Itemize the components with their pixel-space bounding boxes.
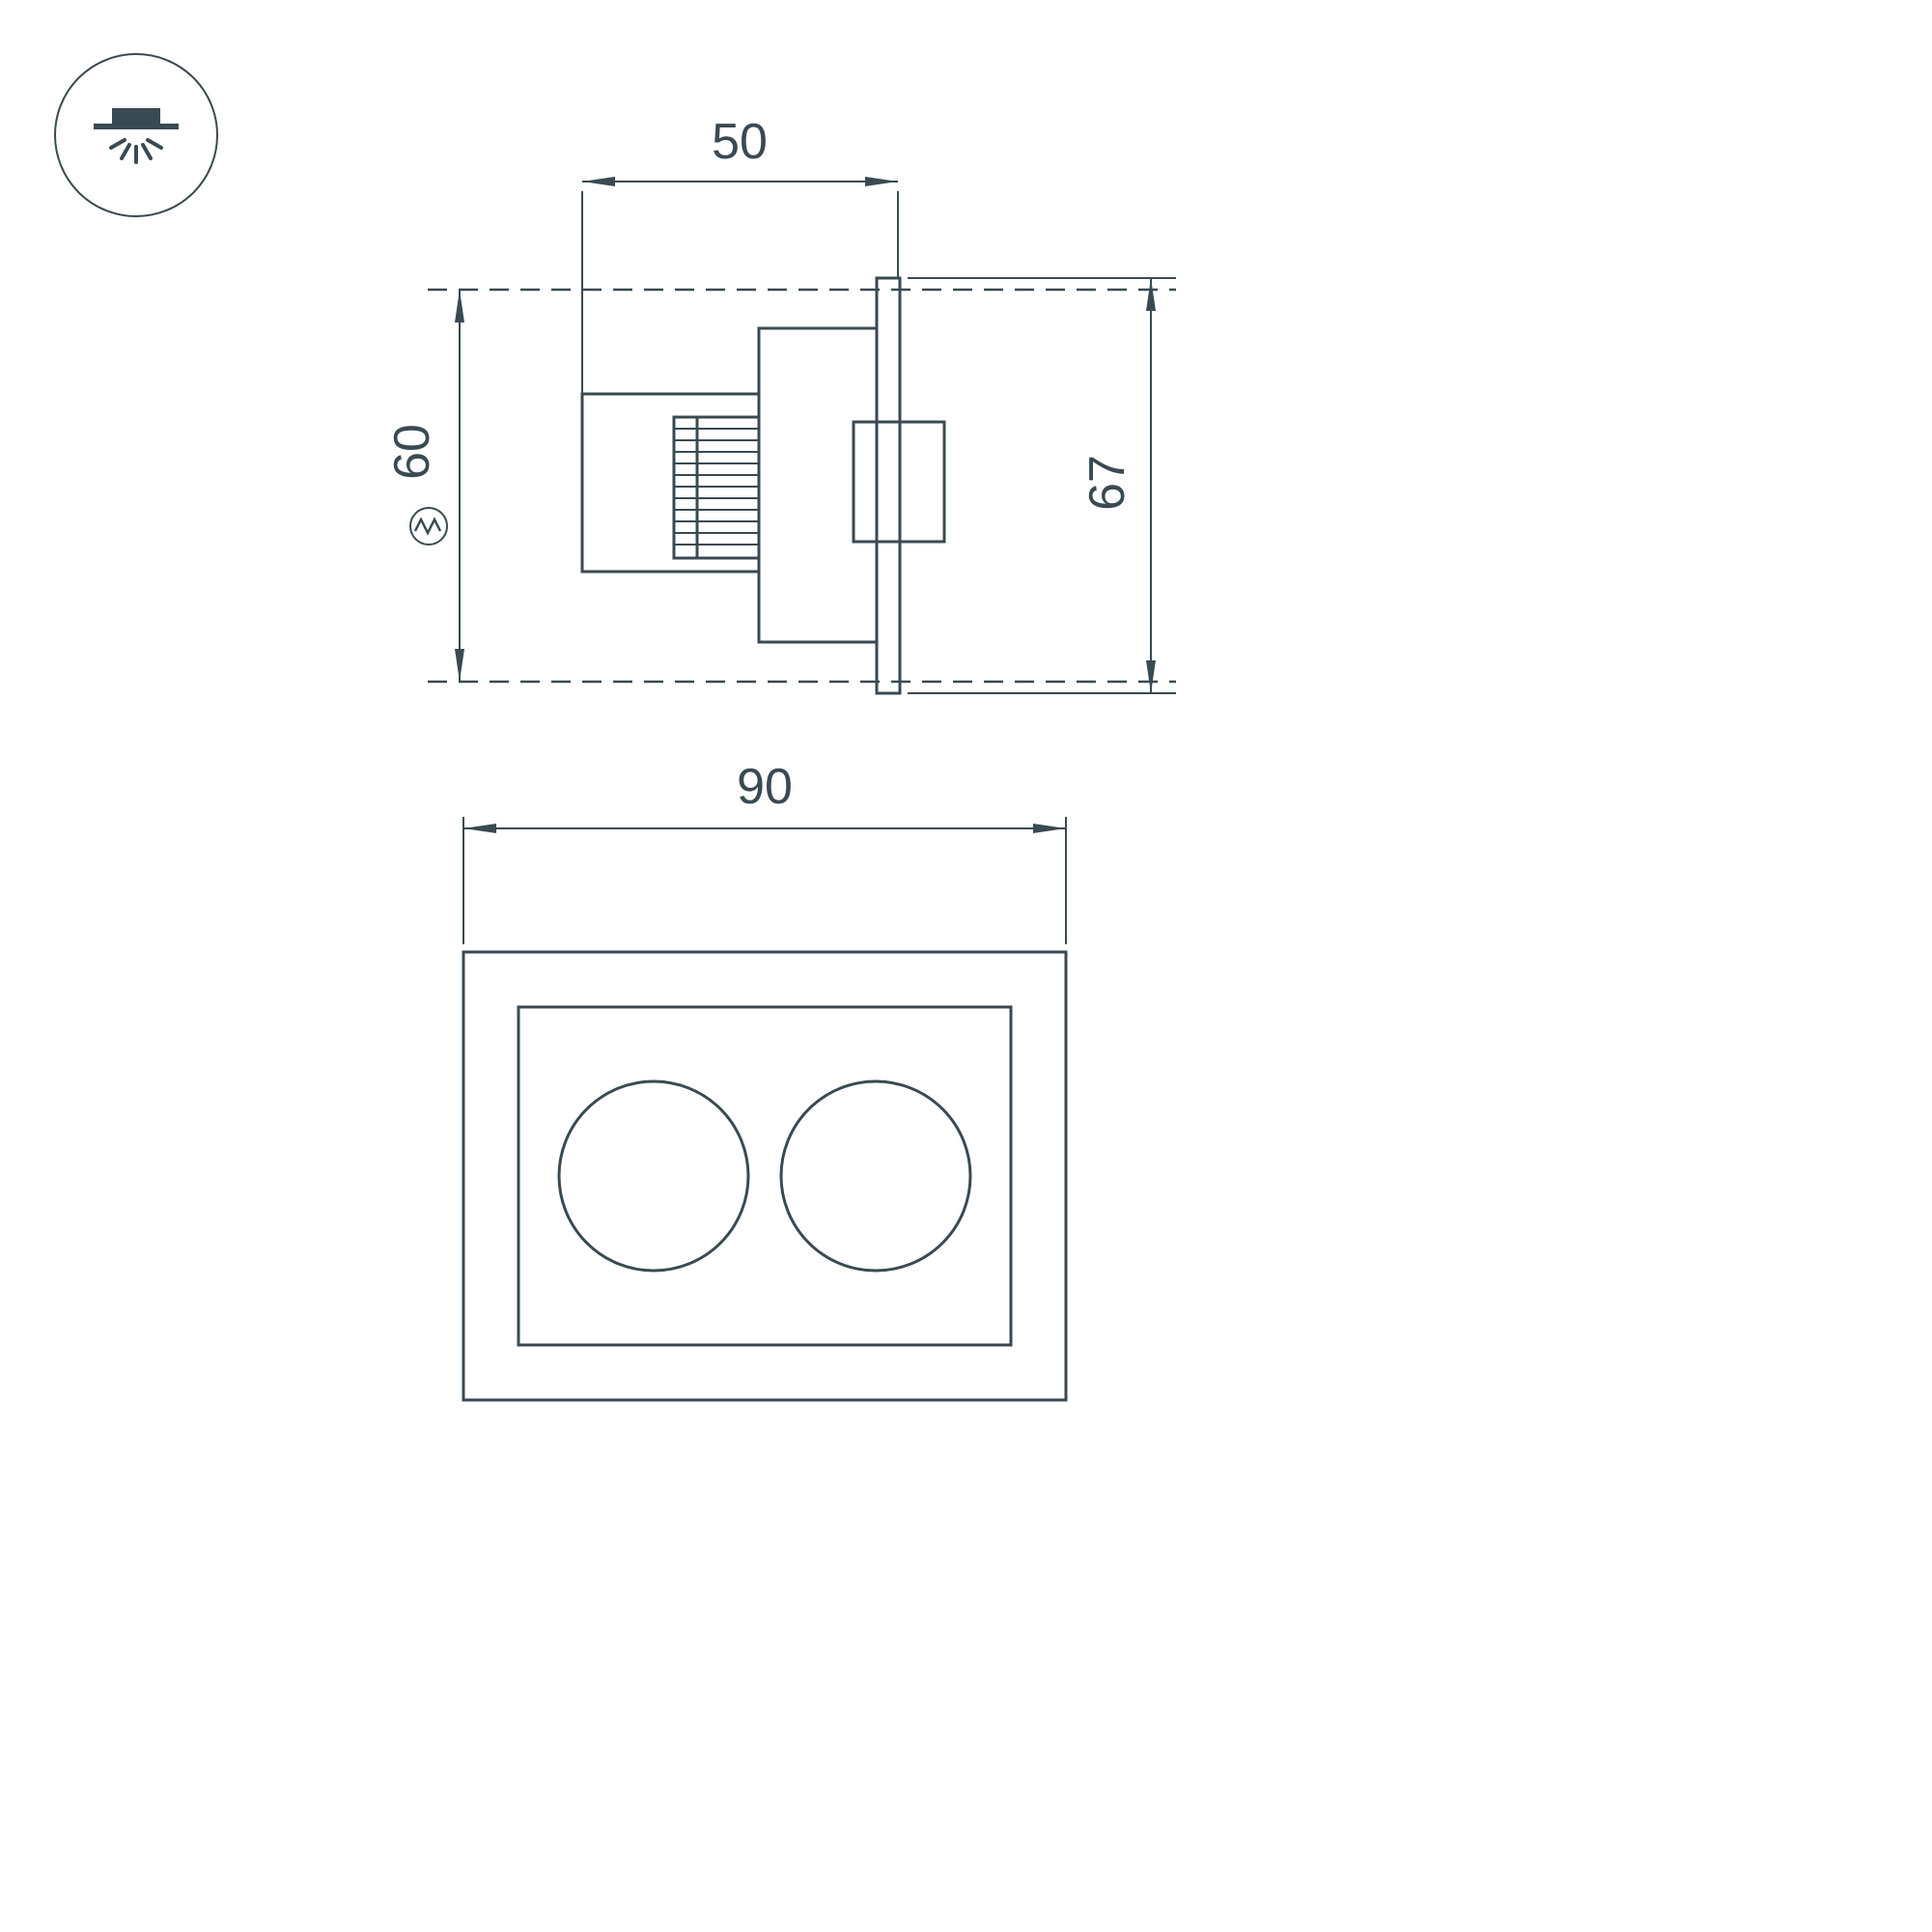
icon-light-ray [141,143,153,160]
recessed-downlight-icon [54,53,218,217]
dim-front-width: 90 [462,759,1067,944]
dim-overall-height: 67 [908,277,1176,694]
dim-label-50: 50 [712,114,768,170]
icon-light-ray [146,138,163,150]
front-lamp-right [779,1079,972,1273]
dim-label-60: 60 [384,424,440,480]
icon-light-ray [109,138,126,150]
dim-label-67: 67 [1079,455,1135,511]
icon-light-ray [120,143,131,160]
mounting-flange [875,276,902,695]
front-inner-frame [517,1005,1013,1347]
main-housing [757,326,879,644]
icon-fixture-body [112,108,160,125]
icon-circle-border [54,53,218,217]
front-outer-frame [462,950,1068,1402]
cutout-saw-icon [409,507,448,546]
dim-top-width: 50 [581,114,899,394]
front-view: 90 [462,759,1068,1402]
fixture-side-outline [580,276,946,695]
dim-cutout-height: 60 [384,290,464,682]
dim-label-90: 90 [737,759,793,815]
side-view: 50 60 67 [384,114,1176,695]
front-lamp-left [557,1079,750,1273]
heatsink-fins [674,428,759,546]
